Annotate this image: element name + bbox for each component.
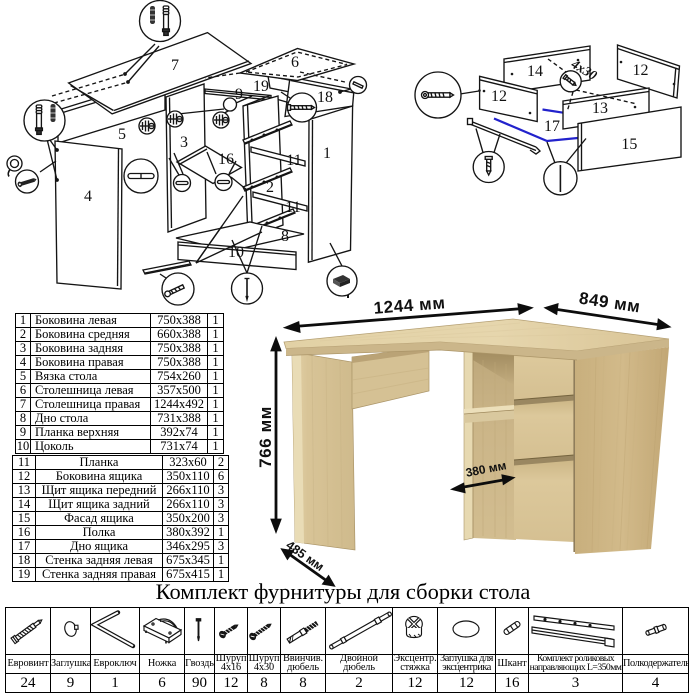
svg-text:17: 17: [544, 118, 560, 135]
svg-text:12: 12: [633, 62, 649, 79]
svg-text:3: 3: [180, 134, 188, 151]
svg-text:15: 15: [621, 136, 637, 153]
svg-text:10: 10: [228, 244, 244, 261]
svg-text:14: 14: [527, 63, 543, 80]
svg-text:766 мм: 766 мм: [256, 406, 275, 468]
svg-text:7: 7: [171, 57, 179, 74]
svg-text:8: 8: [281, 228, 289, 245]
svg-text:13: 13: [592, 100, 608, 117]
svg-text:9: 9: [235, 86, 243, 103]
svg-text:11: 11: [286, 152, 301, 169]
svg-text:12: 12: [491, 88, 507, 105]
svg-text:2: 2: [266, 179, 274, 196]
svg-text:5: 5: [118, 126, 126, 143]
svg-text:11: 11: [285, 199, 300, 216]
svg-text:18: 18: [317, 89, 333, 106]
svg-text:16: 16: [218, 151, 234, 168]
svg-text:4: 4: [84, 188, 92, 205]
svg-text:1: 1: [323, 145, 331, 162]
svg-text:849 мм: 849 мм: [578, 289, 642, 317]
svg-text:6: 6: [291, 54, 299, 71]
svg-text:19: 19: [253, 78, 269, 95]
